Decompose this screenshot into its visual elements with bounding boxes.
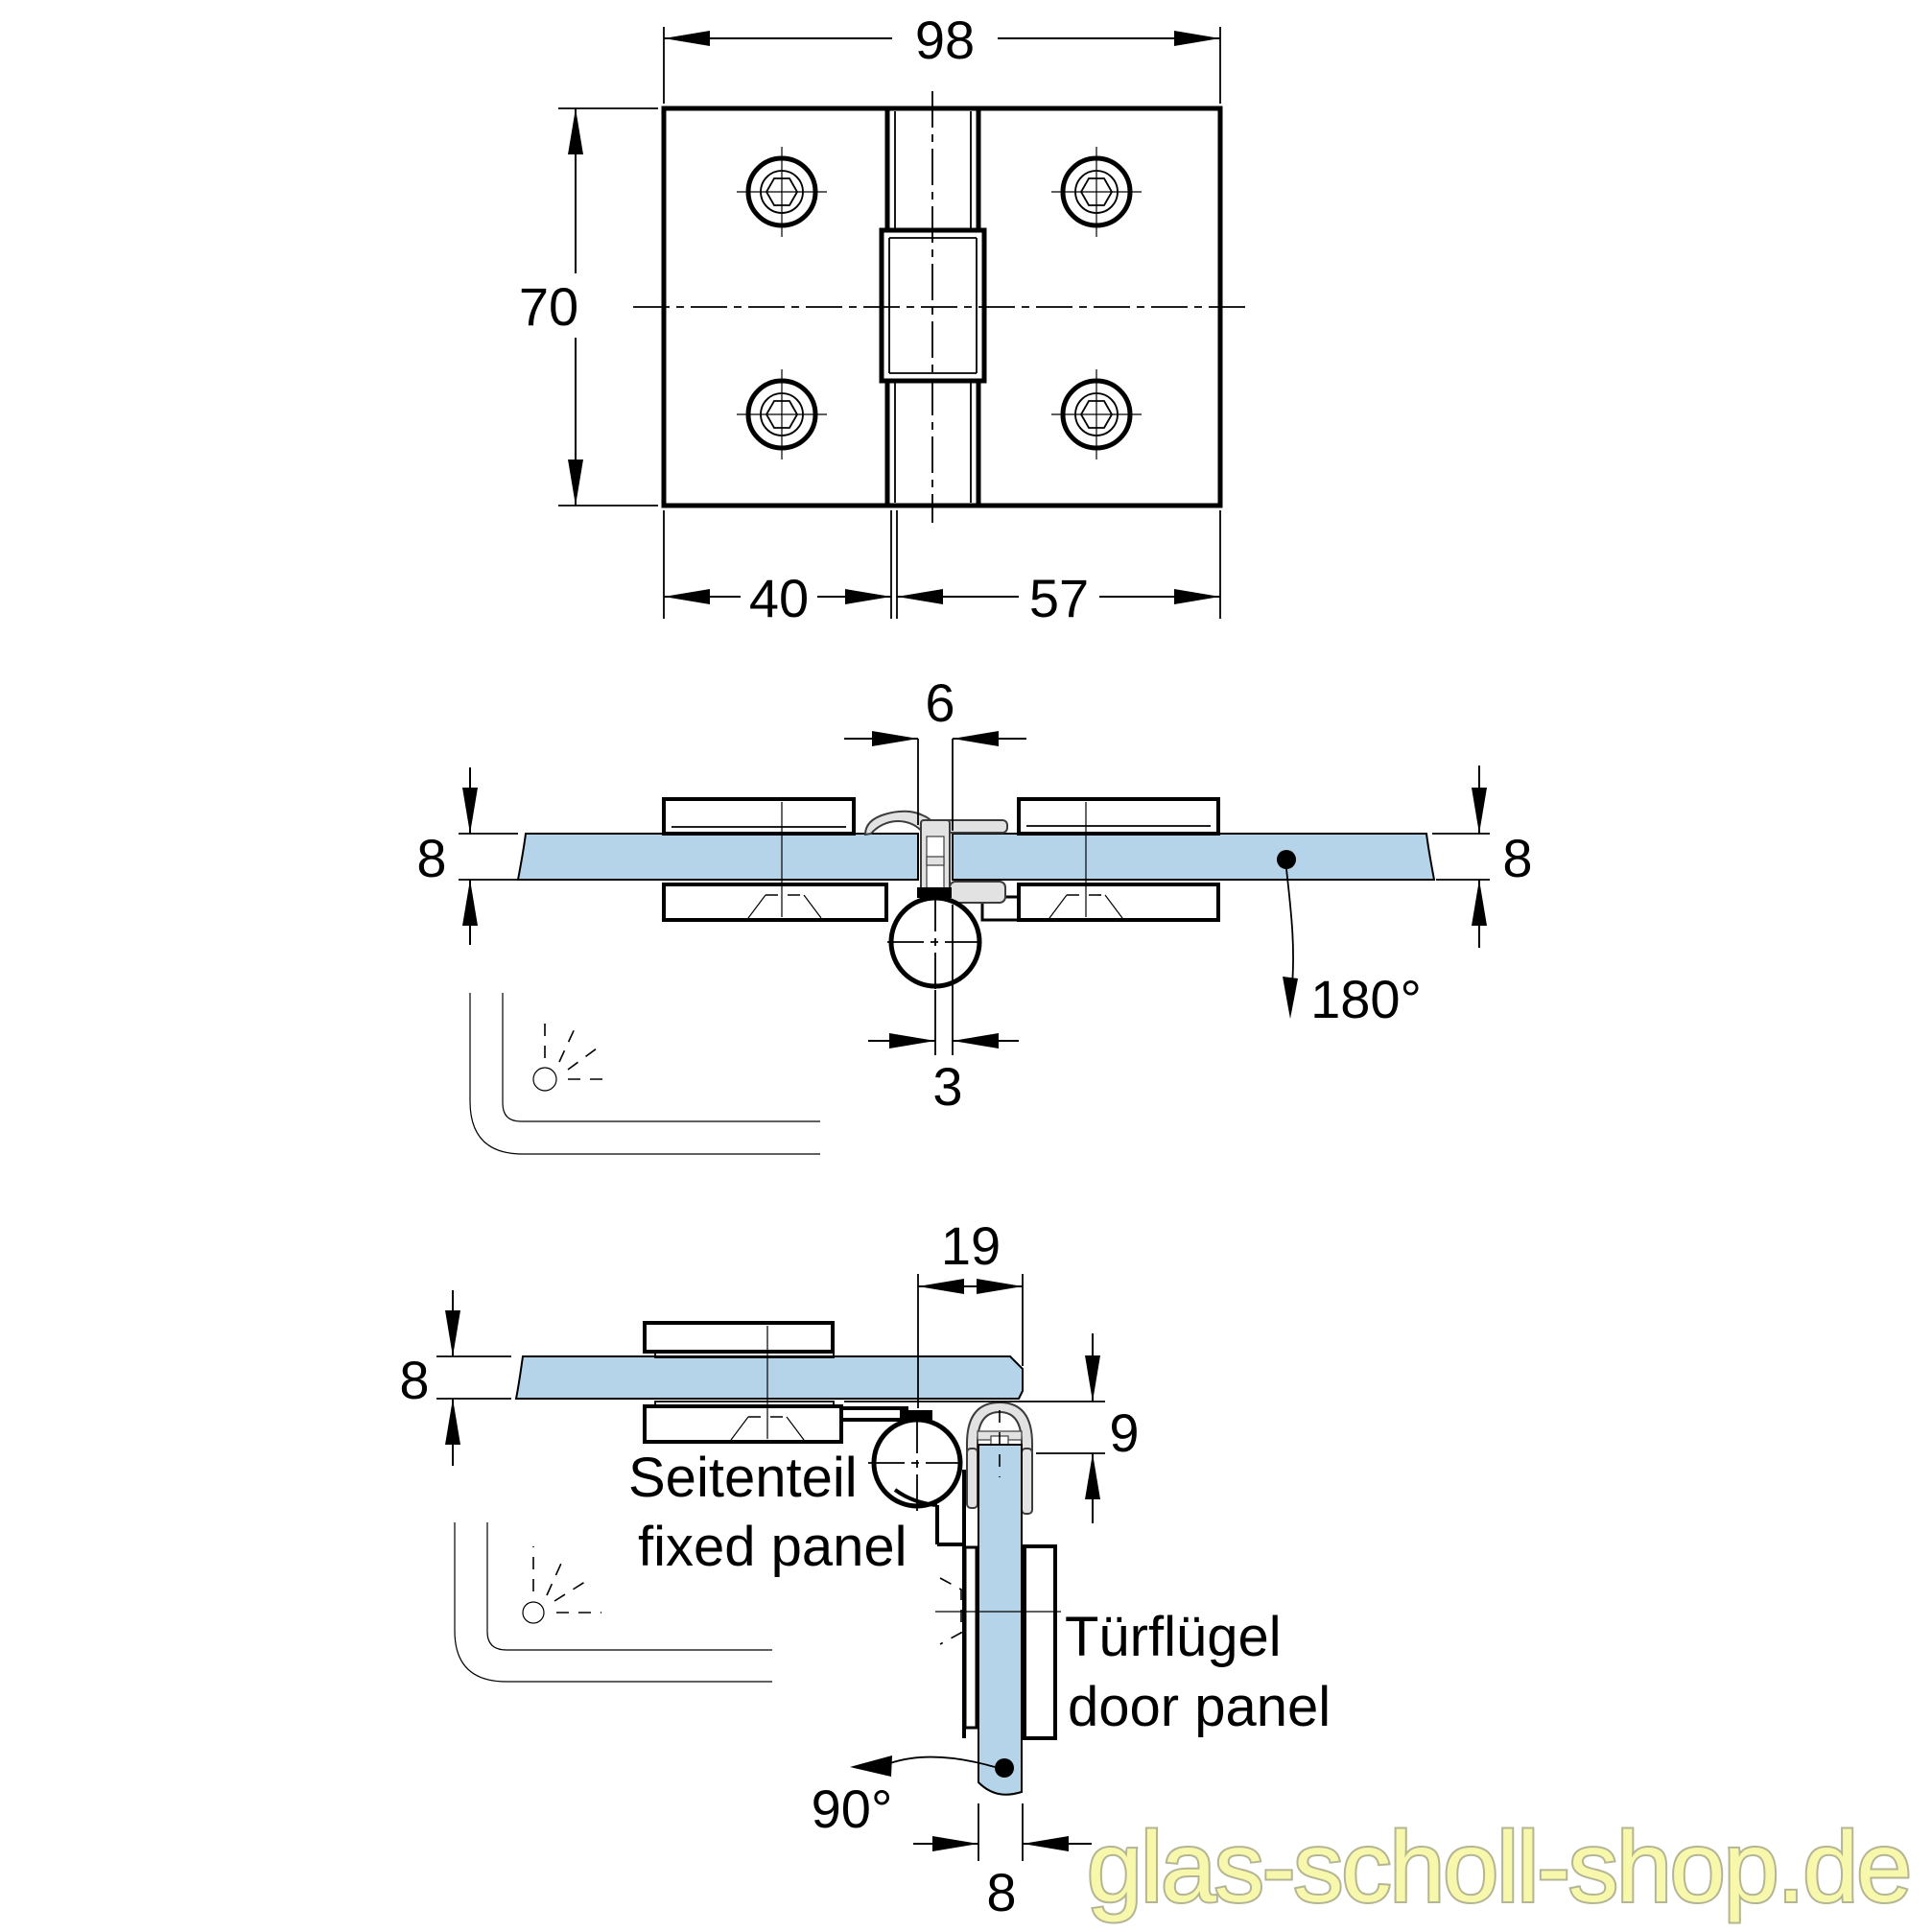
screw-icon bbox=[1051, 147, 1142, 237]
dimension-height: 70 bbox=[519, 107, 658, 507]
hinge-body bbox=[643, 1404, 843, 1444]
leader-dot bbox=[995, 1758, 1014, 1778]
screw-icon bbox=[1051, 369, 1142, 459]
hinge-knuckle bbox=[879, 91, 987, 523]
dim-door-glass-label: 8 bbox=[986, 1862, 1016, 1922]
angle-90-label: 90° bbox=[812, 1779, 893, 1839]
dimension-gap: 6 bbox=[844, 672, 1026, 831]
hidden-screw-icon bbox=[747, 802, 822, 919]
angle-callout-180: 180° bbox=[1277, 850, 1422, 1029]
dim-fixed-glass-label: 8 bbox=[399, 1350, 429, 1410]
door-glass-panel bbox=[978, 1444, 1023, 1796]
hinge-body bbox=[662, 883, 888, 922]
angle-180-label: 180° bbox=[1310, 969, 1422, 1029]
door-clamp-plate bbox=[963, 1545, 978, 1730]
section-view-180: 6 8 8 3 bbox=[416, 672, 1533, 1155]
dimension-width: 98 bbox=[663, 10, 1221, 104]
top-view: 98 70 40 57 bbox=[519, 10, 1252, 628]
seal-profile bbox=[863, 810, 1008, 904]
dim-height-label: 70 bbox=[519, 276, 578, 337]
clamp-plate bbox=[643, 1321, 835, 1354]
dimension-offset: 9 bbox=[844, 1333, 1140, 1523]
dim-overhang-label: 19 bbox=[941, 1215, 1001, 1276]
dim-offset-label: 9 bbox=[1109, 1402, 1139, 1463]
dimension-fixed-glass: 8 bbox=[399, 1290, 511, 1466]
dim-width-label: 98 bbox=[915, 10, 975, 70]
glass-panel-right bbox=[952, 833, 1436, 881]
dim-glass-left-label: 8 bbox=[416, 828, 446, 888]
fixed-glass-panel bbox=[514, 1355, 1024, 1400]
dimension-plates: 40 57 bbox=[663, 510, 1221, 628]
dim-glass-right-label: 8 bbox=[1502, 828, 1532, 888]
fixed-panel-label-de: Seitenteil bbox=[628, 1447, 858, 1509]
clamp-plate bbox=[662, 797, 856, 836]
leader-dot bbox=[1277, 850, 1296, 869]
door-panel-label-en: door panel bbox=[1068, 1676, 1331, 1738]
watermark: glas-scholl-shop.de bbox=[1087, 1812, 1910, 1923]
shower-corner-icon bbox=[454, 1522, 772, 1683]
glass-panel-left bbox=[516, 833, 919, 881]
hidden-screw-icon bbox=[1048, 802, 1123, 919]
dimension-glass-right: 8 bbox=[1432, 766, 1533, 948]
screw-icon bbox=[737, 369, 827, 459]
door-clamp-plate bbox=[1023, 1544, 1057, 1740]
dimension-door-glass: 8 bbox=[913, 1803, 1092, 1922]
section-view-90: 19 8 9 8 bbox=[399, 1215, 1331, 1922]
dimension-glass-left: 8 bbox=[416, 767, 518, 945]
hinge-body bbox=[1017, 883, 1220, 922]
dimension-overhang: 19 bbox=[917, 1215, 1024, 1408]
leader-arrow-icon bbox=[1283, 977, 1298, 1019]
dim-pivot-offset-label: 3 bbox=[932, 1056, 962, 1117]
shower-corner-icon bbox=[469, 993, 820, 1155]
dim-left-plate-label: 40 bbox=[749, 568, 809, 628]
door-panel-label-de: Türflügel bbox=[1065, 1606, 1282, 1668]
angle-callout-90: 90° bbox=[812, 1755, 1014, 1839]
dim-gap-label: 6 bbox=[925, 672, 954, 733]
seal-tip bbox=[917, 887, 952, 898]
leader-arrow-icon bbox=[850, 1755, 892, 1777]
seal-tip bbox=[900, 1410, 932, 1420]
hidden-screw-icon bbox=[939, 1577, 962, 1645]
hinge-arm bbox=[893, 1470, 966, 1738]
fixed-panel-label-en: fixed panel bbox=[638, 1516, 907, 1578]
hidden-screw-icon bbox=[730, 1326, 805, 1441]
screw-icon bbox=[737, 147, 827, 237]
dimension-pivot-offset: 3 bbox=[868, 905, 1019, 1117]
clamp-plate bbox=[1017, 797, 1220, 836]
dim-right-plate-label: 57 bbox=[1029, 568, 1089, 628]
